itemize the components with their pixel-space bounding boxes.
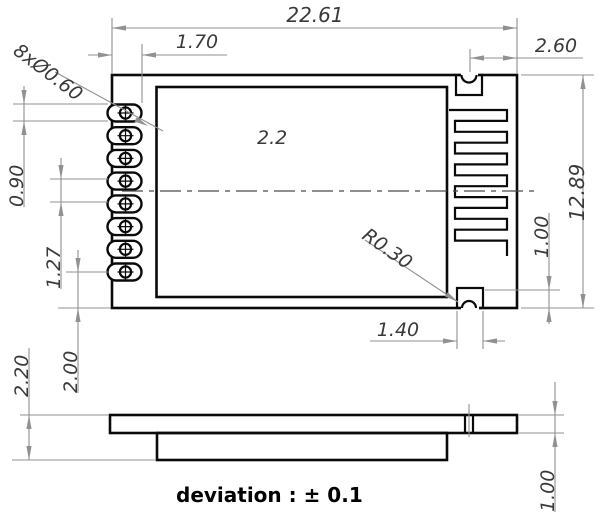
dim-overall-width: 22.61 (111, 3, 518, 74)
top-view: 2.2 (106, 72, 537, 311)
dim-label-pad-holes: 8xØ0.60 (9, 39, 87, 105)
pad (106, 171, 143, 191)
dim-label-overall-width: 22.61 (286, 3, 343, 27)
dim-pcb-thickness: 1.00 (519, 382, 564, 512)
dim-notch-radius: R0.30 (358, 224, 459, 303)
dim-label-notch-radius: R0.30 (358, 224, 416, 274)
pad-row (106, 103, 143, 282)
deviation-note: deviation : ± 0.1 (176, 483, 363, 507)
dim-label-pad-pitch: 1.27 (43, 247, 65, 289)
pad (106, 262, 143, 282)
bottom-notch (455, 286, 485, 311)
dim-label-notch-to-edge: 2.60 (535, 35, 577, 57)
dim-pad-offset: 1.70 (88, 31, 227, 103)
dim-label-pad-width: 0.90 (6, 165, 28, 207)
pad (106, 194, 143, 214)
dim-pad-pitch: 1.27 (43, 158, 108, 289)
top-notch (454, 72, 484, 97)
dim-label-last-pad-to-bottom: 2.00 (60, 351, 82, 393)
pad (106, 239, 143, 260)
dim-overall-height: 12.89 (521, 74, 594, 309)
display-area (155, 85, 449, 299)
side-view-pcb (108, 413, 519, 435)
dim-module-thickness: 2.20 (11, 348, 156, 461)
dim-label-notch-width: 1.40 (377, 319, 419, 341)
side-view (108, 404, 519, 462)
pad (106, 148, 143, 169)
side-view-lcd (155, 431, 449, 462)
dim-label-pad-offset: 1.70 (176, 31, 218, 53)
dim-label-module-thickness: 2.20 (11, 355, 33, 397)
dim-notch-depth: 1.00 (485, 213, 560, 324)
antenna-meander (449, 108, 509, 256)
dim-pad-width: 0.90 (6, 86, 108, 207)
dim-label-notch-depth: 1.00 (531, 216, 553, 258)
pad (106, 216, 143, 237)
dim-label-overall-height: 12.89 (565, 164, 589, 221)
pad (106, 103, 143, 123)
dim-last-pad-to-bottom: 2.00 (58, 250, 111, 393)
display-size-label: 2.2 (257, 127, 287, 149)
dim-notch-to-edge: 2.60 (469, 35, 583, 72)
dim-notch-width: 1.40 (370, 311, 505, 349)
pad (106, 125, 143, 146)
dim-label-pcb-thickness: 1.00 (537, 470, 559, 512)
